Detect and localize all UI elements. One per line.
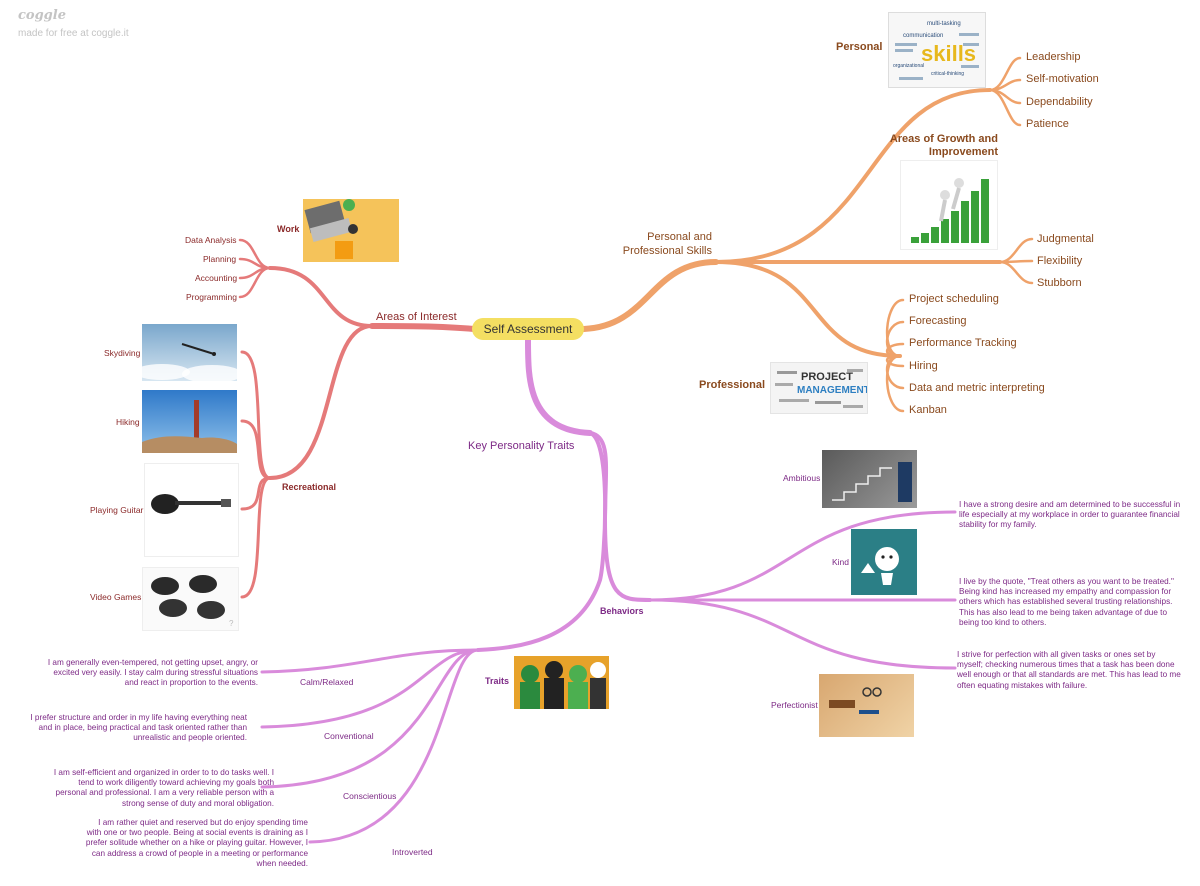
svg-text:communication: communication — [903, 33, 943, 39]
project-cloud-svg: PROJECT MANAGEMENT — [775, 369, 867, 408]
personal-item[interactable]: Patience — [1026, 118, 1069, 130]
laptop-desk-svg — [304, 199, 358, 259]
skydiver-image — [142, 324, 237, 381]
stairs-climber-svg — [832, 462, 912, 502]
radio-tower-image — [142, 390, 237, 453]
growth-item[interactable]: Flexibility — [1037, 255, 1083, 267]
traits-branch-label[interactable]: Key Personality Traits — [468, 440, 575, 452]
recreational-item[interactable]: Hiking — [116, 417, 140, 427]
workshop-desk-image — [819, 674, 914, 737]
guitar-image — [144, 463, 239, 557]
work-item[interactable]: Accounting — [195, 273, 238, 283]
professional-item[interactable]: Kanban — [909, 404, 947, 416]
people-puzzle-image — [514, 656, 609, 709]
trait-description: I am self-efficient and organized in ord… — [53, 768, 274, 808]
skills-cloud-svg: multi-tasking communication skills organ… — [893, 21, 979, 80]
behavior-name[interactable]: Ambitious — [783, 473, 821, 483]
svg-text:MANAGEMENT: MANAGEMENT — [797, 385, 867, 396]
traits-branches — [260, 337, 957, 844]
workshop-desk-svg — [829, 687, 882, 714]
recreational-item[interactable]: Video Games — [90, 592, 142, 602]
radio-tower-svg — [142, 400, 237, 453]
controllers-svg: ? — [151, 575, 234, 628]
trait-name[interactable]: Conventional — [324, 731, 374, 741]
project-management-cloud-image: PROJECT MANAGEMENT — [770, 362, 868, 414]
skydiver-svg — [142, 343, 237, 381]
work-item[interactable]: Data Analysis — [185, 235, 237, 245]
central-node[interactable]: Self Assessment — [472, 318, 584, 340]
svg-text:?: ? — [229, 619, 234, 628]
svg-text:organizational: organizational — [893, 63, 924, 69]
laptop-desk-image — [303, 199, 399, 262]
svg-text:PROJECT: PROJECT — [801, 371, 853, 383]
growth-item[interactable]: Stubborn — [1037, 277, 1082, 289]
traits-node-label[interactable]: Traits — [485, 676, 510, 686]
guitar-svg — [151, 494, 231, 514]
behavior-name[interactable]: Kind — [832, 557, 850, 567]
people-puzzle-svg — [520, 661, 606, 709]
personal-item[interactable]: Dependability — [1026, 96, 1093, 108]
svg-text:multi-tasking: multi-tasking — [927, 21, 961, 27]
trait-description: I prefer structure and order in my life … — [30, 713, 247, 743]
work-item[interactable]: Programming — [186, 292, 238, 302]
trait-name[interactable]: Introverted — [392, 847, 433, 857]
svg-text:critical-thinking: critical-thinking — [931, 71, 964, 77]
recreational-item[interactable]: Playing Guitar — [90, 505, 144, 515]
controllers-image: ? — [142, 567, 239, 631]
stairs-climber-image — [822, 450, 917, 508]
skills-word-cloud-image: multi-tasking communication skills organ… — [888, 12, 986, 88]
interest-branch-label[interactable]: Areas of Interest — [376, 311, 457, 323]
interest-branches — [238, 238, 477, 599]
recreational-node-label[interactable]: Recreational — [282, 482, 337, 492]
work-item[interactable]: Planning — [203, 254, 237, 264]
behavior-description: I live by the quote, "Treat others as yo… — [959, 577, 1174, 627]
cartoon-rain-svg — [861, 547, 899, 585]
growth-item[interactable]: Judgmental — [1037, 233, 1094, 245]
professional-item[interactable]: Data and metric interpreting — [909, 382, 1045, 394]
trait-name[interactable]: Conscientious — [343, 791, 397, 801]
coggle-tagline[interactable]: made for free at coggle.it — [18, 28, 129, 39]
professional-item[interactable]: Forecasting — [909, 315, 967, 327]
professional-item[interactable]: Hiring — [909, 360, 938, 372]
behaviors-node-label[interactable]: Behaviors — [600, 606, 644, 616]
ladder-chart-svg — [911, 178, 989, 243]
behavior-name[interactable]: Perfectionist — [771, 700, 818, 710]
professional-node-label[interactable]: Professional — [699, 379, 766, 391]
personal-item[interactable]: Self-motivation — [1026, 73, 1099, 85]
recreational-item[interactable]: Skydiving — [104, 348, 141, 358]
behavior-description: I have a strong desire and am determined… — [959, 500, 1181, 530]
behavior-description: I strive for perfection with all given t… — [957, 650, 1181, 690]
personal-item[interactable]: Leadership — [1026, 51, 1081, 63]
trait-description: I am rather quiet and reserved but do en… — [85, 818, 308, 868]
skills-branches — [581, 56, 1034, 413]
skills-branch-label[interactable]: Personal and Professional Skills — [622, 231, 712, 257]
growth-node-label[interactable]: Areas of Growth and Improvement — [889, 133, 998, 158]
ladder-chart-image — [900, 160, 998, 250]
cartoon-rain-image — [851, 529, 917, 595]
personal-node-label[interactable]: Personal — [836, 41, 883, 53]
trait-description: I am generally even-tempered, not gettin… — [47, 658, 258, 688]
professional-item[interactable]: Performance Tracking — [909, 337, 1017, 349]
professional-item[interactable]: Project scheduling — [909, 293, 999, 305]
trait-name[interactable]: Calm/Relaxed — [300, 677, 354, 687]
coggle-logo[interactable]: coggle — [18, 8, 66, 23]
work-node-label[interactable]: Work — [277, 224, 300, 234]
